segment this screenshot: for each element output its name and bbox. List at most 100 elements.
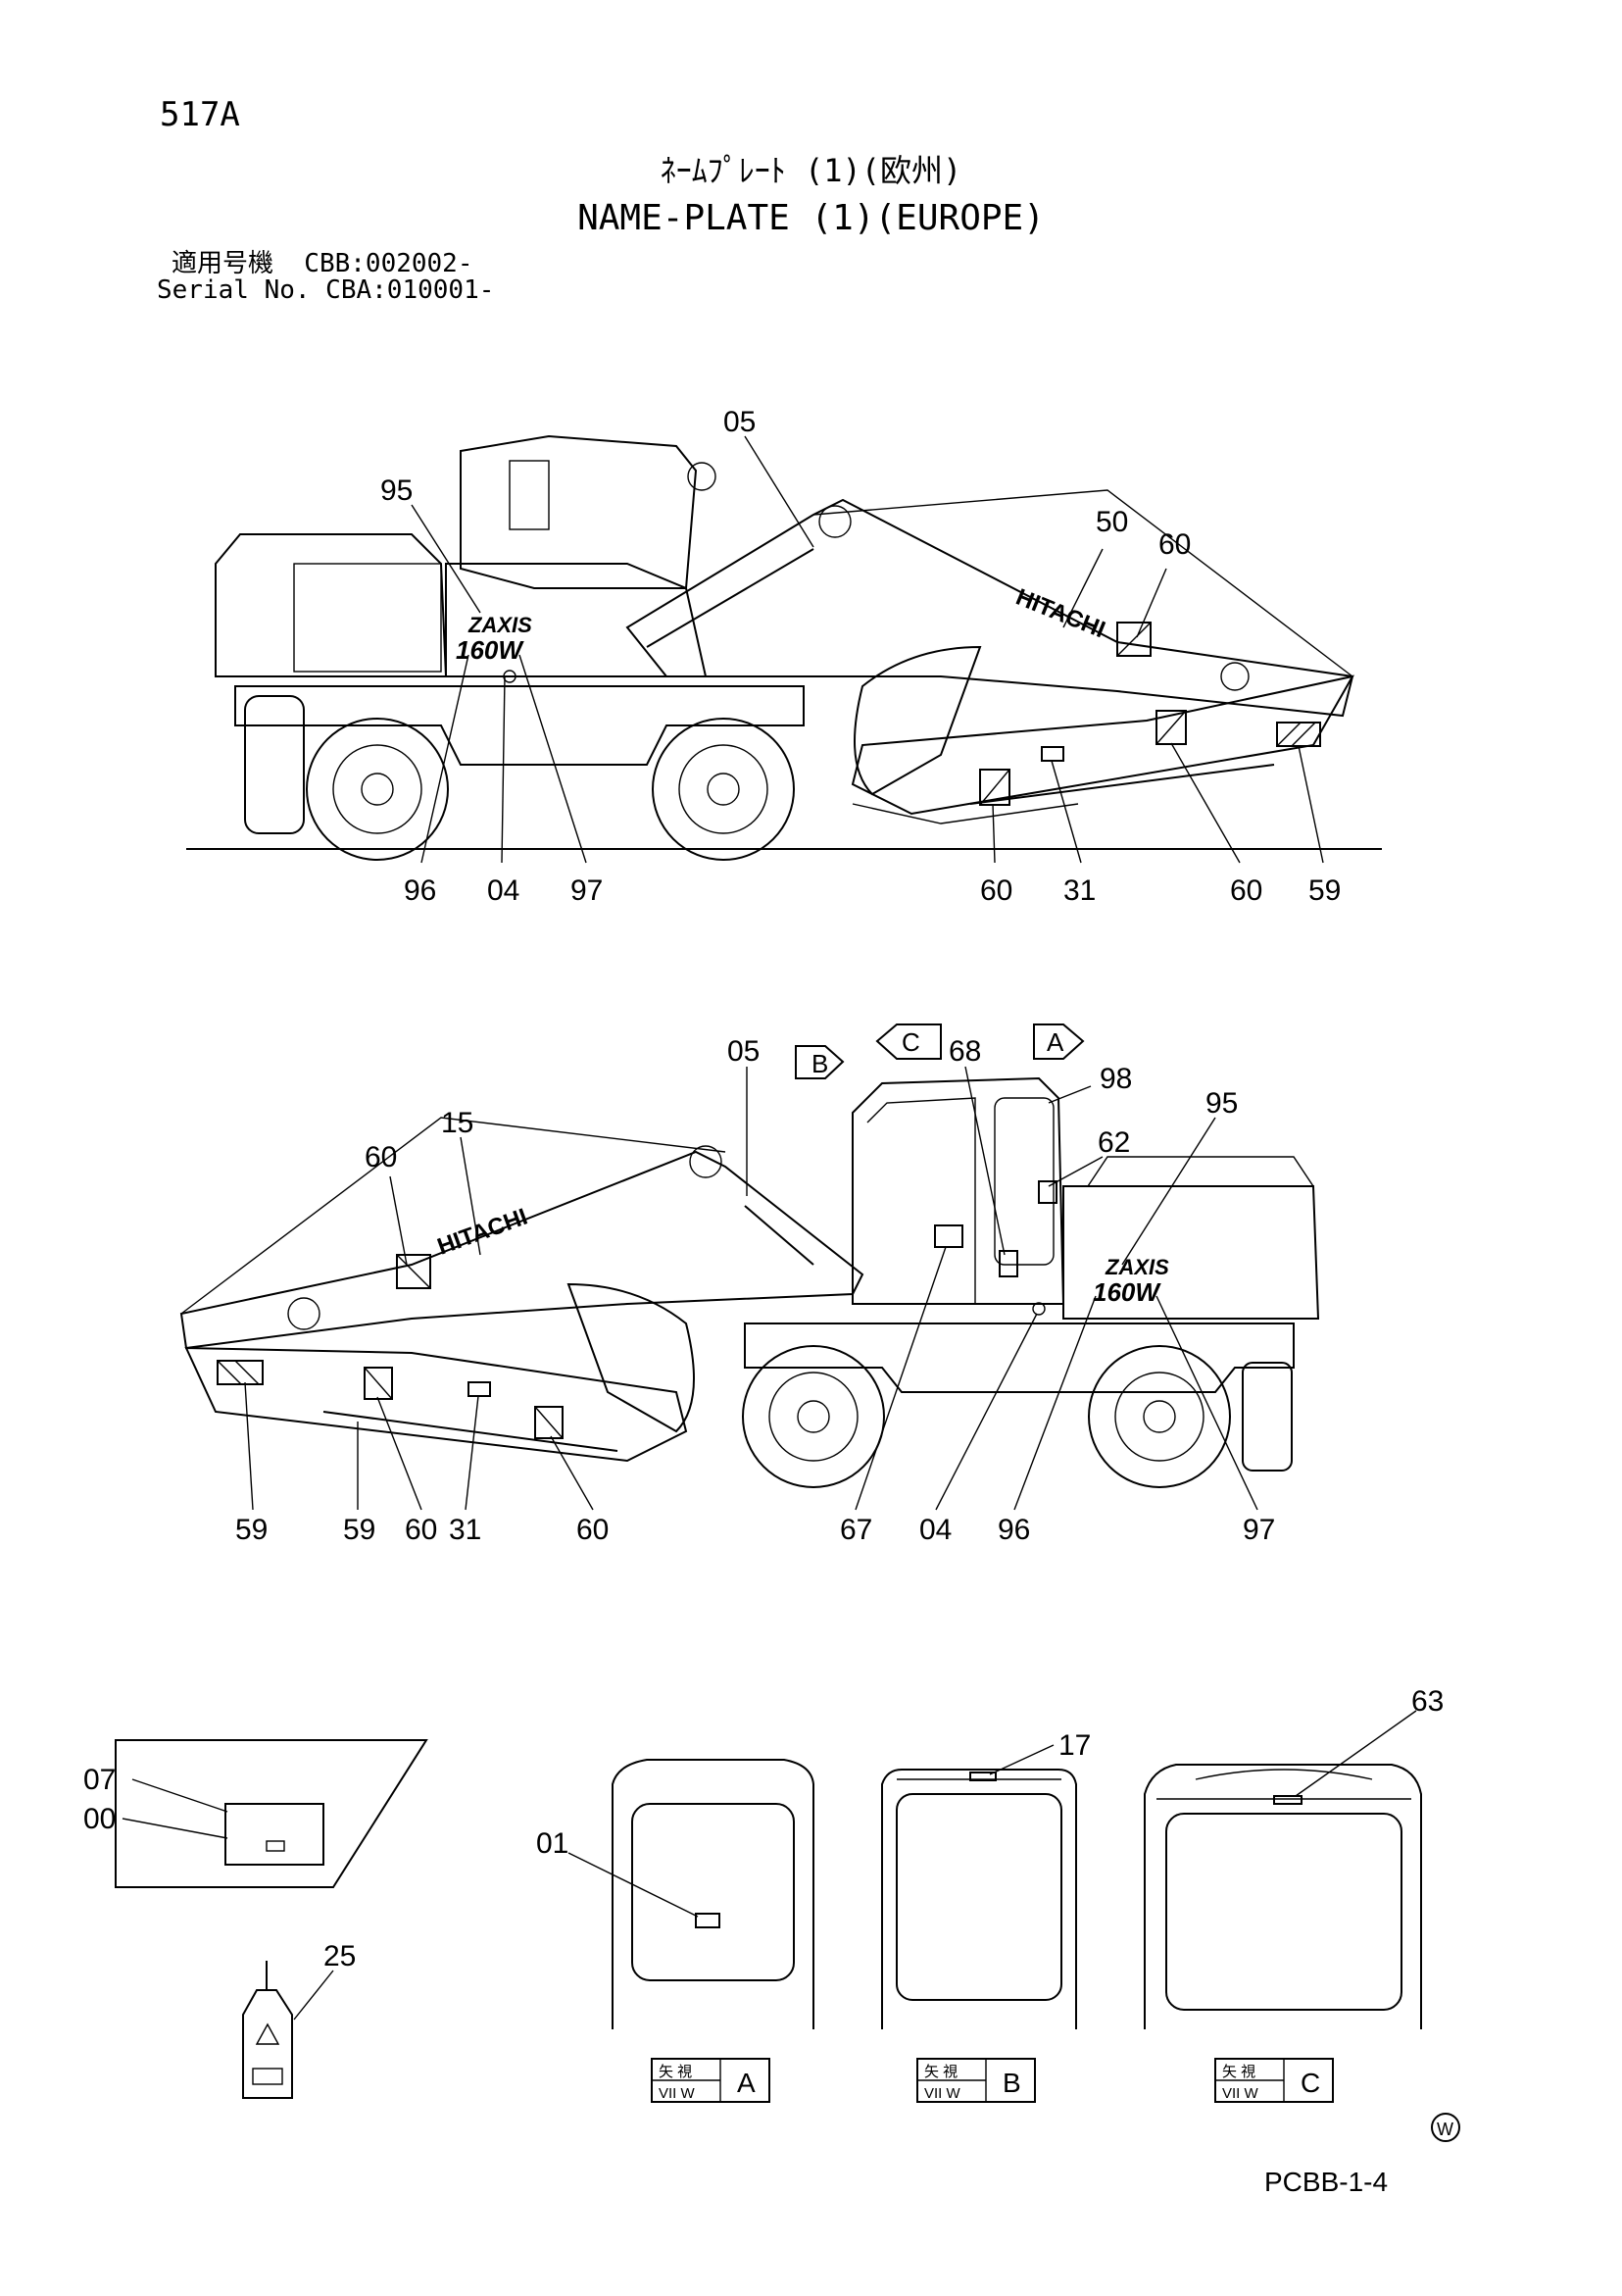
callout-60-1a: 60 — [1158, 528, 1191, 561]
view-label-a-letter: A — [737, 2068, 756, 2098]
callout-96-1: 96 — [404, 874, 436, 907]
leader-59-2a — [244, 1381, 254, 1511]
leader-17 — [989, 1744, 1055, 1775]
view-label-a-jp: 矢 視 — [659, 2064, 692, 2080]
chassis-2 — [744, 1323, 1295, 1393]
callout-04-1: 04 — [487, 874, 519, 907]
callout-63: 63 — [1411, 1685, 1444, 1718]
boom-pin-2 — [689, 1145, 722, 1178]
warning-tag — [242, 1989, 293, 2099]
leader-07 — [131, 1778, 228, 1813]
decal-17 — [969, 1772, 997, 1781]
name-plate — [224, 1803, 324, 1866]
leader-04-2 — [935, 1313, 1038, 1511]
leader-98-2 — [1048, 1085, 1092, 1104]
outrigger-1 — [244, 695, 305, 834]
leader-00 — [122, 1818, 228, 1839]
leader-96-1 — [420, 654, 469, 864]
engine-cover-2 — [1062, 1185, 1320, 1320]
cab-1 — [460, 434, 698, 589]
arm-cylinder-1 — [969, 764, 1275, 805]
leader-67-2 — [855, 1246, 947, 1511]
arm-pin-1 — [1220, 662, 1250, 691]
callout-62-2: 62 — [1098, 1126, 1130, 1159]
name-plate-detail: 07 00 — [83, 1739, 428, 1888]
circled-w-symbol: W — [1431, 2113, 1460, 2142]
engine-top-2 — [1087, 1156, 1314, 1187]
view-marker-b — [795, 1045, 845, 1079]
callout-68-2: 68 — [949, 1035, 981, 1068]
front-wheel-2 — [742, 1345, 885, 1488]
serial-applicable: 適用号機 CBB:002002- — [172, 249, 473, 278]
leader-60-1a — [1136, 568, 1167, 638]
leader-05-1 — [744, 435, 814, 548]
side-view-1: HITACHI ZAXIS 160W 05 95 50 60 96 04 97 … — [186, 406, 1382, 907]
door-outline-a — [612, 1759, 814, 2029]
view-marker-c — [875, 1023, 942, 1060]
cab-decal-68 — [999, 1250, 1018, 1277]
warning-decal-1d — [979, 769, 1010, 806]
bucket-link-1 — [852, 803, 1079, 824]
view-marker-a-label: A — [1047, 1027, 1064, 1057]
plug-2 — [1032, 1302, 1046, 1316]
cab-decal-67 — [934, 1224, 963, 1248]
decal-01 — [695, 1913, 720, 1928]
callout-00: 00 — [83, 1803, 116, 1835]
callout-60-1b: 60 — [980, 874, 1012, 907]
hitachi-logo-2: HITACHI — [434, 1204, 531, 1261]
callout-97-2: 97 — [1243, 1514, 1275, 1546]
leader-31-2 — [465, 1395, 479, 1511]
plug-1 — [503, 670, 516, 683]
front-wheel-1 — [652, 718, 795, 861]
view-marker-b-label: B — [811, 1049, 828, 1078]
callout-59-2a: 59 — [235, 1514, 268, 1546]
callout-01: 01 — [536, 1827, 568, 1860]
view-label-b-letter: B — [1003, 2068, 1021, 2098]
leader-59-1 — [1298, 745, 1324, 864]
callout-95-1: 95 — [380, 474, 413, 507]
callout-59-1: 59 — [1308, 874, 1341, 907]
leader-95-1 — [411, 504, 481, 614]
arm-2 — [184, 1346, 688, 1463]
bucket-2 — [566, 1282, 695, 1433]
leader-04-1 — [501, 675, 506, 864]
leader-50-1 — [1062, 548, 1104, 628]
leader-60-2b — [376, 1396, 422, 1511]
beacon-1 — [687, 462, 716, 491]
warning-decal-1a — [1116, 622, 1152, 657]
callout-07: 07 — [83, 1764, 116, 1796]
callout-60-2b: 60 — [405, 1514, 437, 1546]
decal-63 — [1273, 1795, 1303, 1805]
warning-decal-2b — [217, 1360, 264, 1385]
leader-97-1 — [518, 654, 587, 864]
boom-cylinder-2 — [744, 1205, 814, 1266]
view-label-a-roman: VII W — [659, 2085, 696, 2102]
leader-68-2 — [964, 1066, 1006, 1256]
leader-31-1 — [1051, 760, 1082, 864]
engine-cover-1 — [215, 533, 448, 677]
window-view-b: 17 矢 視 VII W B — [881, 1729, 1091, 2103]
boom-top-1 — [812, 489, 1353, 677]
callout-31-2: 31 — [449, 1514, 481, 1546]
model-logo-2: 160W — [1093, 1277, 1161, 1307]
footer-code: PCBB-1-4 — [1264, 2167, 1389, 2197]
arm-cylinder-2 — [322, 1411, 618, 1452]
callout-17: 17 — [1058, 1729, 1091, 1762]
view-label-c-letter: C — [1301, 2068, 1320, 2098]
leader-95-2 — [1121, 1117, 1216, 1266]
arm-pin-2 — [287, 1297, 320, 1330]
boom-pin-1 — [818, 505, 852, 538]
callout-95-2: 95 — [1205, 1087, 1238, 1120]
cab-decal-62 — [1038, 1180, 1057, 1204]
small-decal-1 — [1041, 746, 1064, 762]
view-label-b-roman: VII W — [924, 2085, 961, 2102]
outrigger-2 — [1242, 1362, 1293, 1472]
page-number: 517A — [160, 95, 240, 134]
callout-31-1: 31 — [1063, 874, 1096, 907]
boom-1 — [625, 498, 1354, 718]
cab-outline-c — [1144, 1764, 1422, 2029]
leader-60-1b — [992, 803, 996, 864]
callout-97-1: 97 — [570, 874, 603, 907]
upper-body-1 — [445, 563, 708, 677]
callout-96-2: 96 — [998, 1514, 1030, 1546]
